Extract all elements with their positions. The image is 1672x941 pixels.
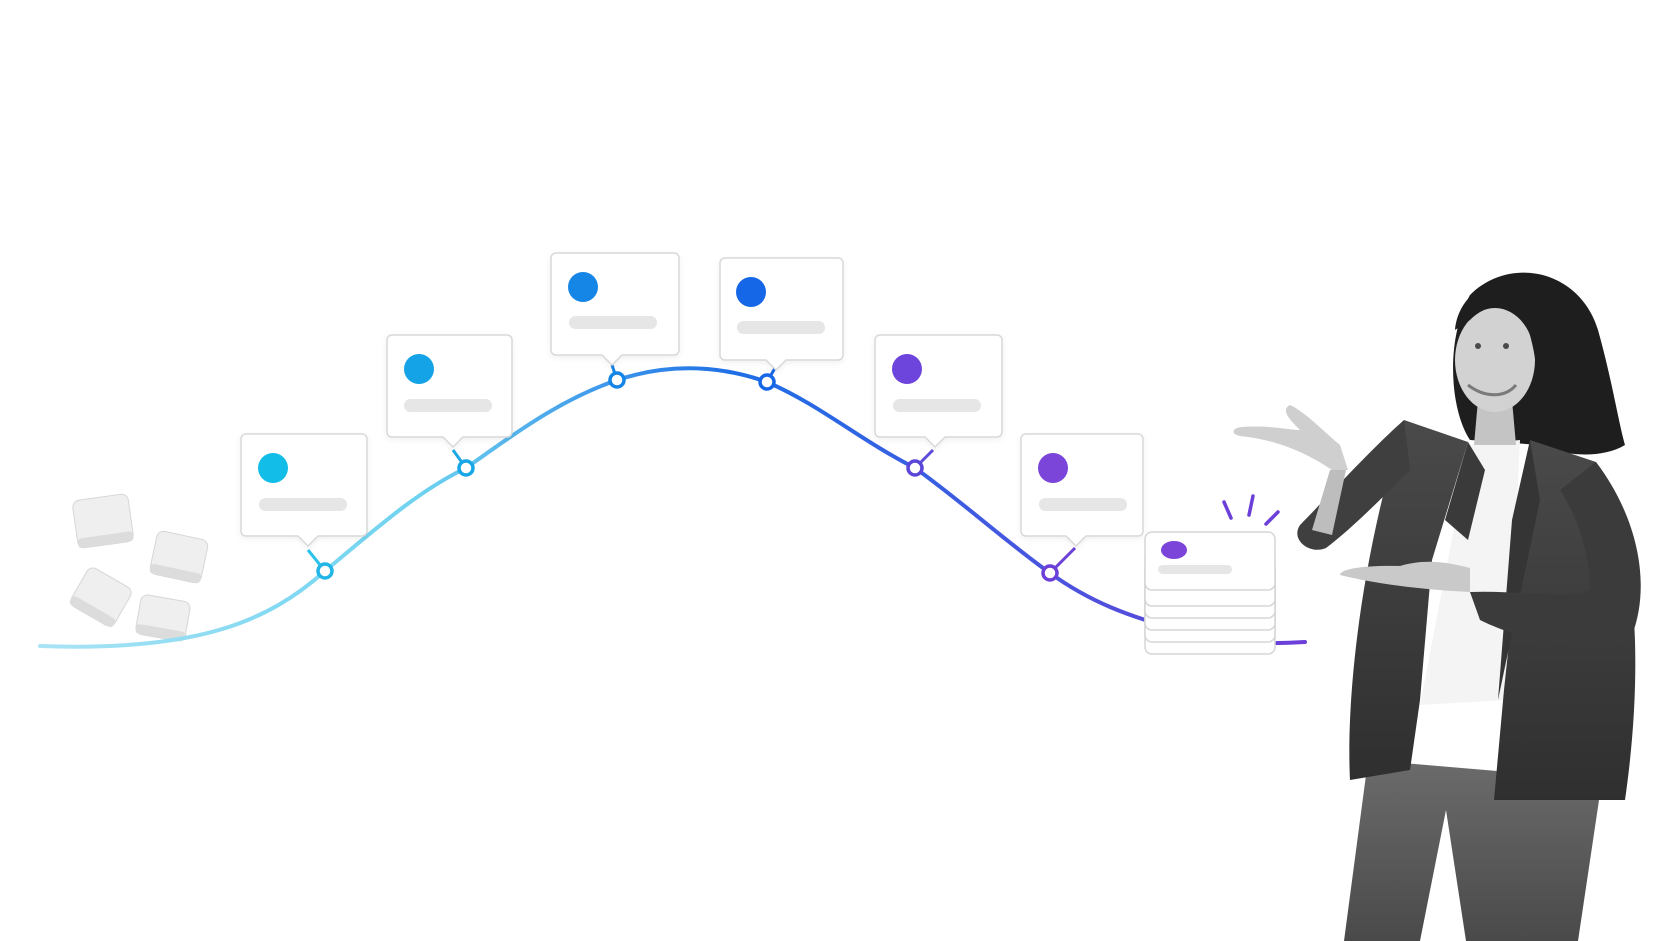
status-dot-icon (404, 354, 434, 384)
status-dot-icon (258, 453, 288, 483)
block-icon (72, 493, 134, 549)
status-dot-icon (1038, 453, 1068, 483)
milestone-card (719, 257, 844, 372)
milestone-node-icon (316, 562, 334, 580)
status-dot-icon (568, 272, 598, 302)
placeholder-bar (1158, 565, 1232, 574)
card-stack (1144, 494, 1280, 655)
milestone-4 (719, 257, 844, 391)
milestone-1 (240, 433, 368, 580)
block-icon (135, 594, 191, 642)
placeholder-bar (893, 399, 981, 412)
milestone-card (240, 433, 368, 548)
milestone-6 (1020, 433, 1144, 582)
placeholder-bar (737, 321, 825, 334)
milestone-3 (550, 252, 680, 389)
placeholder-bar (259, 498, 347, 511)
stack-card-top (1144, 531, 1276, 591)
milestone-group (240, 252, 1144, 582)
scattered-blocks (69, 493, 209, 642)
placeholder-bar (569, 316, 657, 329)
milestone-card (550, 252, 680, 367)
placeholder-bar (404, 399, 492, 412)
status-dot-icon (1161, 541, 1187, 559)
milestone-node-icon (608, 371, 626, 389)
milestone-card (386, 334, 513, 449)
presenting-person-figure (1233, 272, 1641, 941)
milestone-node-icon (758, 373, 776, 391)
milestone-card (1020, 433, 1144, 548)
milestone-node-icon (457, 459, 475, 477)
milestone-5 (874, 334, 1003, 477)
block-icon (69, 567, 132, 628)
milestone-node-icon (1041, 564, 1059, 582)
placeholder-bar (1039, 498, 1127, 511)
status-dot-icon (736, 277, 766, 307)
milestone-2 (386, 334, 513, 477)
milestone-card (874, 334, 1003, 449)
block-icon (149, 530, 209, 584)
sparkle-icon (1222, 494, 1280, 526)
milestone-node-icon (906, 459, 924, 477)
status-dot-icon (892, 354, 922, 384)
